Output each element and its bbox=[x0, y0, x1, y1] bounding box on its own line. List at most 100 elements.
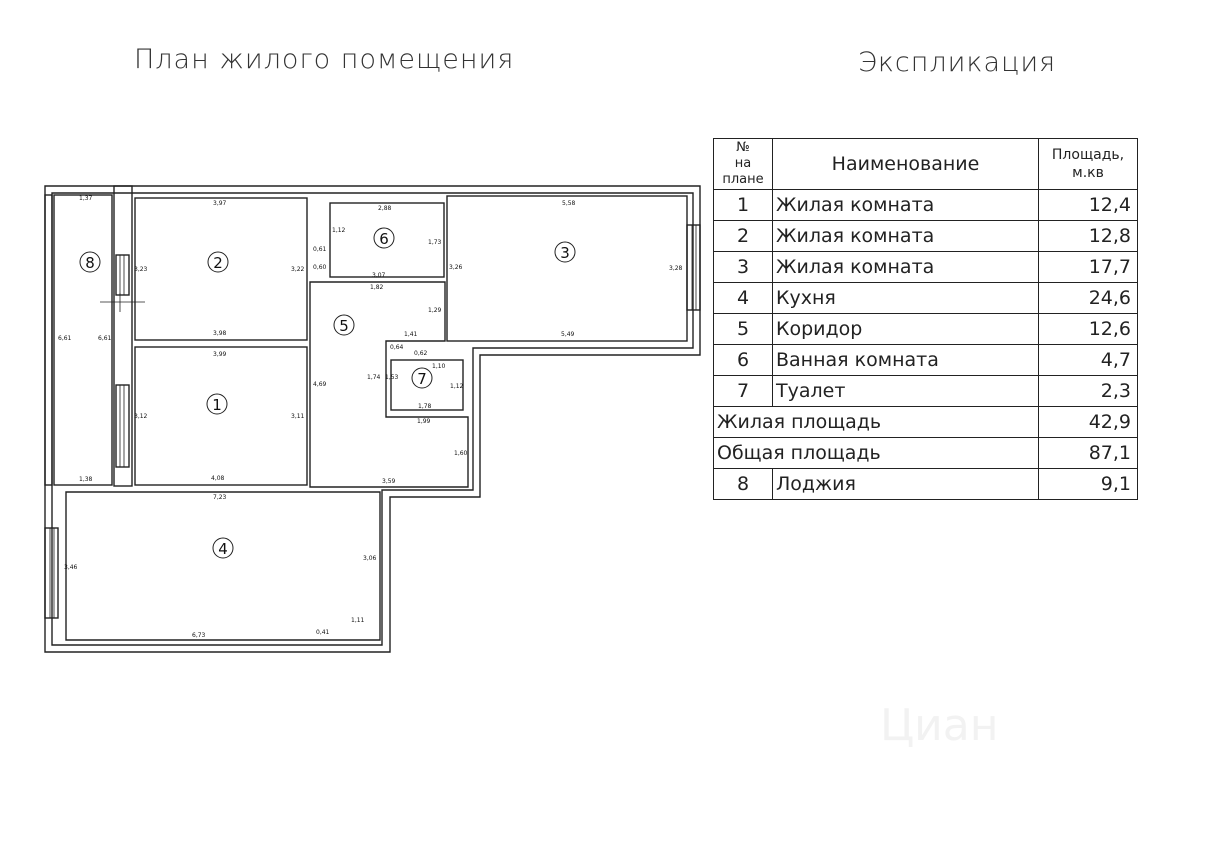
dimension-label: 1,37 bbox=[79, 195, 93, 202]
row-area: 4,7 bbox=[1038, 344, 1138, 376]
row-number: 4 bbox=[713, 282, 773, 314]
room-number: 4 bbox=[218, 540, 228, 558]
row-number: 6 bbox=[713, 344, 773, 376]
room-6 bbox=[329, 202, 445, 278]
dimension-label: 3,97 bbox=[213, 200, 227, 207]
dimension-label: 0,62 bbox=[414, 350, 428, 357]
room-circle bbox=[206, 393, 228, 415]
window-4 bbox=[44, 527, 59, 619]
dimension-label: 5,58 bbox=[562, 200, 576, 207]
window-2 bbox=[115, 254, 130, 296]
room-circle bbox=[554, 241, 576, 263]
dimension-label: 3,07 bbox=[372, 272, 386, 279]
dimension-label: 1,82 bbox=[370, 284, 384, 291]
row-area: 12,4 bbox=[1038, 189, 1138, 221]
dimension-label: 1,10 bbox=[432, 363, 446, 370]
room-circle bbox=[333, 314, 355, 336]
dimension-label: 3,59 bbox=[382, 478, 396, 485]
row-area: 2,3 bbox=[1038, 375, 1138, 407]
dimension-label: 1,74 bbox=[367, 374, 381, 381]
plan-title: План жилого помещения bbox=[134, 44, 515, 75]
room-7 bbox=[390, 359, 464, 411]
room-number: 7 bbox=[417, 370, 427, 388]
room-5 bbox=[309, 281, 469, 488]
room-label-5: 5 bbox=[333, 314, 355, 336]
row-area: 12,8 bbox=[1038, 220, 1138, 252]
dimension-label: 1,60 bbox=[454, 450, 468, 457]
row-number: 3 bbox=[713, 251, 773, 283]
window-3 bbox=[686, 224, 701, 311]
room-1 bbox=[134, 346, 308, 486]
row-number: 5 bbox=[713, 313, 773, 345]
row-name: Жилая комната bbox=[772, 220, 1039, 252]
dimension-label: 3,46 bbox=[64, 564, 78, 571]
dimension-label: 1,29 bbox=[428, 307, 442, 314]
dimension-label: 4,08 bbox=[211, 475, 225, 482]
header-name: Наименование bbox=[772, 138, 1039, 190]
row-name: Туалет bbox=[772, 375, 1039, 407]
row-name: Жилая комната bbox=[772, 251, 1039, 283]
room-3 bbox=[446, 195, 688, 342]
room-8 bbox=[53, 194, 113, 486]
inner-wall-outline bbox=[51, 192, 694, 646]
total-area-row: Общая площадь 87,1 bbox=[713, 437, 1138, 469]
dimension-label: 0,60 bbox=[313, 264, 327, 271]
room-label-3: 3 bbox=[554, 241, 576, 263]
room-label-6: 6 bbox=[373, 227, 395, 249]
room-4 bbox=[65, 491, 381, 641]
dimension-label: 6,73 bbox=[192, 632, 206, 639]
loggia-row: 8 Лоджия 9,1 bbox=[713, 468, 1138, 500]
dimension-label: 5,49 bbox=[561, 331, 575, 338]
dimension-label: 3,99 bbox=[213, 351, 227, 358]
dimension-label: 1,38 bbox=[79, 476, 93, 483]
room-label-2: 2 bbox=[207, 251, 229, 273]
room-number: 5 bbox=[339, 317, 349, 335]
room-2 bbox=[134, 197, 308, 341]
dimension-label: 3,26 bbox=[449, 264, 463, 271]
dimension-label: 3,12 bbox=[134, 413, 148, 420]
row-name: Коридор bbox=[772, 313, 1039, 345]
dimension-label: 0,41 bbox=[316, 629, 330, 636]
dimension-label: 1,78 bbox=[418, 403, 432, 410]
room-label-8: 8 bbox=[79, 251, 101, 273]
header-area: Площадь, м.кв bbox=[1038, 138, 1138, 190]
row-name: Жилая комната bbox=[772, 189, 1039, 221]
row-number: 2 bbox=[713, 220, 773, 252]
room-circle bbox=[411, 367, 433, 389]
dimension-label: 3,28 bbox=[669, 265, 683, 272]
room-label-7: 7 bbox=[411, 367, 433, 389]
row-area: 12,6 bbox=[1038, 313, 1138, 345]
room-number: 2 bbox=[213, 254, 223, 272]
dimension-label: 1,12 bbox=[332, 227, 346, 234]
dimension-label: 3,11 bbox=[291, 413, 305, 420]
room-circle bbox=[373, 227, 395, 249]
dimension-label: 3,23 bbox=[134, 266, 148, 273]
room-number: 8 bbox=[85, 254, 95, 272]
dimension-label: 1,41 bbox=[404, 331, 418, 338]
room-number: 1 bbox=[212, 396, 222, 414]
row-area: 24,6 bbox=[1038, 282, 1138, 314]
dimension-label: 1,99 bbox=[417, 418, 431, 425]
room-number: 3 bbox=[560, 244, 570, 262]
header-number: № на плане bbox=[713, 138, 773, 190]
room-circle bbox=[212, 537, 234, 559]
room-circle bbox=[207, 251, 229, 273]
room-label-1: 1 bbox=[206, 393, 228, 415]
watermark: Циан bbox=[880, 700, 999, 751]
dimension-label: 2,88 bbox=[378, 205, 392, 212]
dimension-label: 3,06 bbox=[363, 555, 377, 562]
dimension-label: 0,61 bbox=[313, 246, 327, 253]
dimension-label: 7,23 bbox=[213, 494, 227, 501]
dimension-label: 1,73 bbox=[428, 239, 442, 246]
window-1 bbox=[115, 384, 130, 468]
dimension-label: 1,12 bbox=[450, 383, 464, 390]
row-number: 7 bbox=[713, 375, 773, 407]
dimension-label: 6,61 bbox=[58, 335, 72, 342]
row-name: Кухня bbox=[772, 282, 1039, 314]
